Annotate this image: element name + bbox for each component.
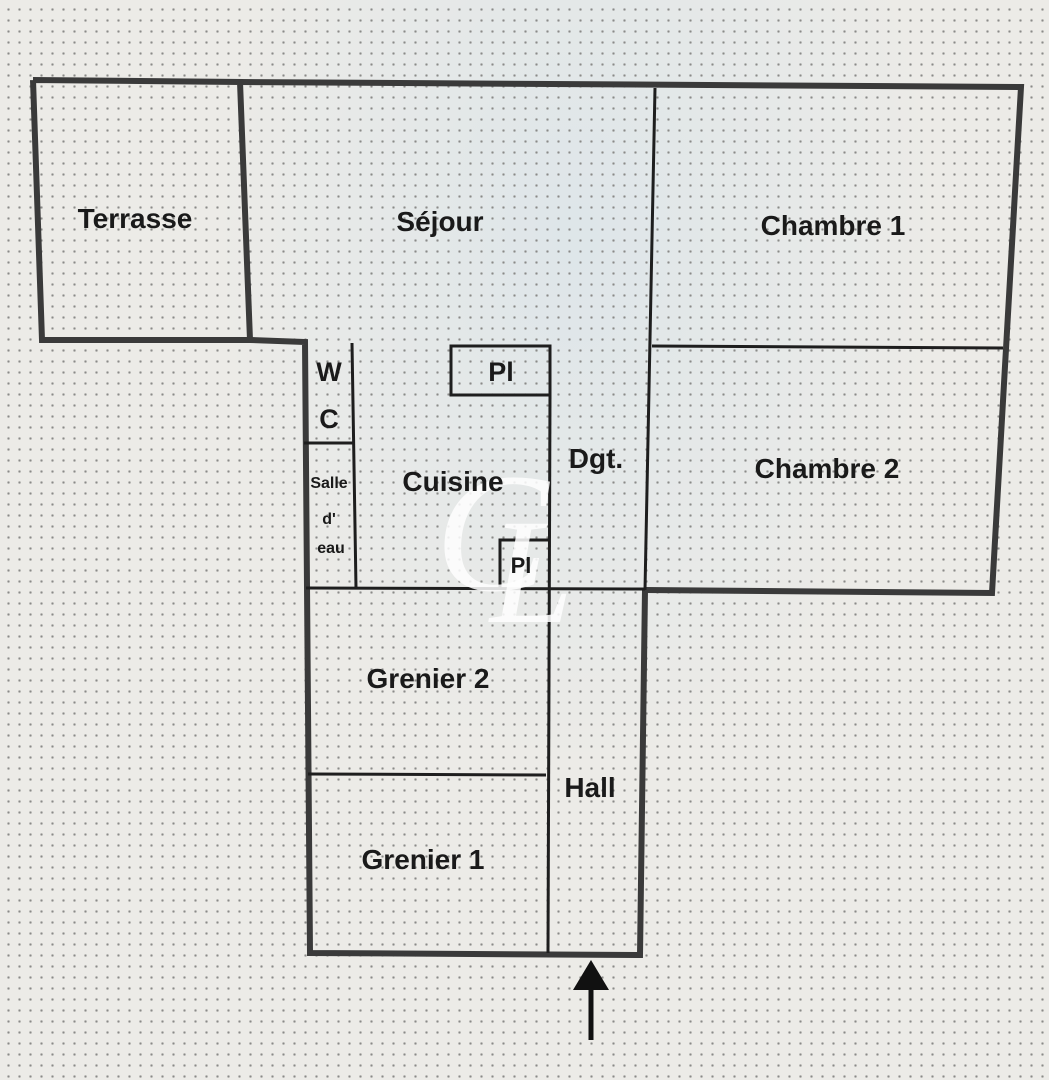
label-wc-c: C [319,404,339,434]
label-wc-w: W [316,357,342,387]
label-grenier-2: Grenier 2 [367,663,490,694]
inner-walls [304,87,1004,954]
label-chambre-2: Chambre 2 [755,453,900,484]
label-grenier-1: Grenier 1 [362,844,485,875]
label-cuisine: Cuisine [402,466,503,497]
label-hall: Hall [564,772,615,803]
arrow-up-icon [573,960,609,1040]
label-placard-bottom: Pl [511,553,532,578]
label-chambre-1: Chambre 1 [761,210,906,241]
wall-sejour-chambres [643,87,657,591]
label-terrasse: Terrasse [78,203,193,234]
placard-bottom-box [498,538,548,588]
main-top-wall [239,79,1025,597]
placard-top-box [449,344,552,397]
label-salle-d: d' [322,511,336,528]
wall-chambre1-chambre2 [651,344,1004,350]
watermark-letter-l: L [488,489,573,655]
wall-cuisine-hall [546,394,552,954]
label-sejour: Séjour [396,206,483,237]
watermark-letter-c: C [435,439,550,627]
watermark-logo: C L [435,439,573,655]
lower-wing-walls [249,337,648,959]
label-placard-top: Pl [488,357,514,387]
wall-wc-right [350,342,358,589]
label-degagement: Dgt. [569,443,623,474]
wall-grenier2-grenier1 [307,772,547,777]
label-salle-eau: eau [317,540,345,557]
outer-walls [30,77,1025,959]
room-labels: Terrasse Séjour Chambre 1 Chambre 2 W C … [78,203,906,875]
label-salle: Salle [310,475,347,492]
wall-cuisine-grenier [305,586,646,591]
